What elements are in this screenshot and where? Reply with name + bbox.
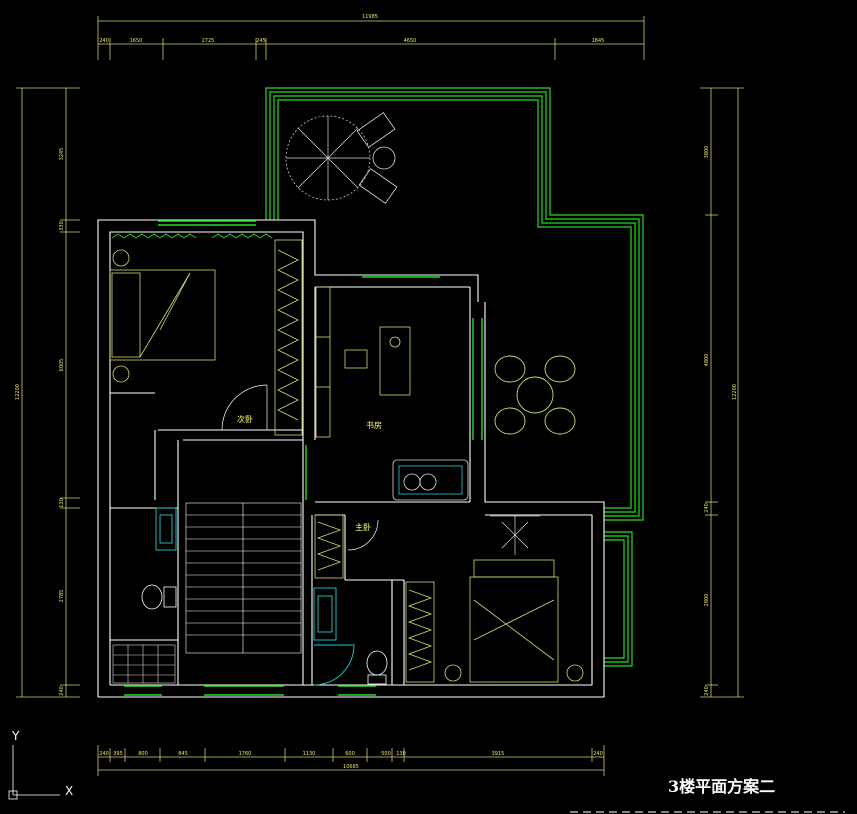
dim-right-total: 12200	[732, 384, 738, 400]
dim-left-seg: 130	[59, 498, 65, 508]
dim-right-seg: 4800	[704, 354, 710, 367]
dim-bottom-seg: 395	[113, 751, 123, 757]
room-label-master-bedroom: 主卧	[355, 522, 371, 532]
dim-top-seg: 2725	[202, 38, 215, 44]
master-toilet-icon	[366, 650, 388, 685]
dim-bottom-seg: 130	[396, 751, 406, 757]
master-bath-fixtures	[313, 587, 355, 686]
door-second-bedroom[interactable]	[221, 384, 268, 431]
walls	[97, 219, 605, 698]
dimension-texts: 11985 240 1650 2725 245 4650 1845 240 39…	[15, 14, 738, 770]
dim-right-seg: 240	[704, 503, 710, 513]
dim-left-seg: 330	[59, 221, 65, 231]
toilet-icon	[141, 584, 177, 610]
dim-bottom-seg: 3915	[492, 751, 505, 757]
dim-left-seg: 2785	[59, 590, 65, 603]
dim-right-seg: 240	[704, 686, 710, 696]
master-bed-icon	[444, 559, 584, 683]
staircase	[185, 502, 302, 654]
dim-top-seg: 1845	[592, 38, 605, 44]
dim-top-seg: 1650	[130, 38, 143, 44]
ucs-axis-icon	[8, 745, 60, 800]
axis-label-x: X	[65, 784, 73, 798]
terrace-railing	[265, 87, 644, 667]
bookshelf-icon	[315, 286, 331, 438]
bed-icon	[109, 249, 216, 383]
sink-icon	[155, 507, 177, 551]
closet-icon	[314, 514, 435, 683]
dim-bottom-seg: 240	[99, 751, 109, 757]
shower-icon	[112, 644, 176, 684]
dim-bottom-seg: 845	[178, 751, 188, 757]
axis-label-y: Y	[11, 729, 20, 743]
dim-bottom-seg: 600	[345, 751, 355, 757]
dim-bottom-seg: 1130	[303, 751, 316, 757]
patio-table-icon	[494, 355, 576, 435]
dim-top-seg: 240	[99, 38, 109, 44]
windows	[124, 220, 483, 696]
umbrella-icon	[285, 115, 371, 201]
dim-bottom-seg: 240	[593, 751, 603, 757]
room-label-study: 书房	[366, 420, 382, 430]
lounge-chair-icon	[356, 112, 398, 204]
dim-bottom-seg: 1760	[239, 751, 252, 757]
curtain	[111, 233, 273, 239]
dim-top-total: 11985	[362, 14, 378, 20]
drawing-title: 3楼平面方案二	[668, 777, 775, 796]
wardrobe-icon	[274, 239, 303, 436]
dim-top-seg: 4650	[404, 38, 417, 44]
dim-top-seg: 245	[256, 38, 266, 44]
dimension-lines	[16, 16, 744, 776]
dim-bottom-seg: 800	[138, 751, 148, 757]
room-label-second-bedroom: 次卧	[237, 414, 253, 424]
dim-bottom-total: 10685	[343, 764, 359, 770]
dim-left-seg: 6005	[59, 359, 65, 372]
ceiling-lamp-icon	[490, 515, 540, 555]
dim-left-seg: 240	[59, 686, 65, 696]
dim-right-seg: 2800	[704, 594, 710, 607]
sofa-icon	[392, 459, 469, 501]
dim-left-seg: 3245	[59, 148, 65, 161]
dim-bottom-seg: 500	[381, 751, 391, 757]
desk-icon	[344, 326, 411, 396]
door-master-bedroom[interactable]	[347, 519, 379, 551]
dim-left-total: 12200	[15, 384, 21, 400]
dim-right-seg: 3800	[704, 146, 710, 159]
